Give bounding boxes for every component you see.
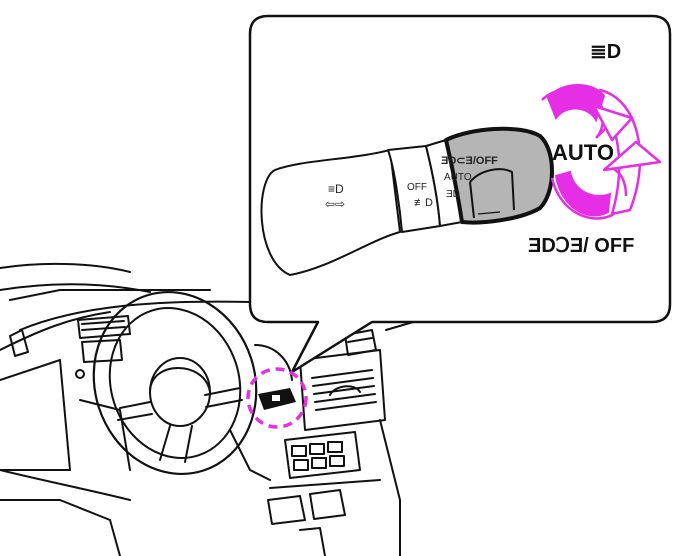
grip-turn-label: ⇦⇨ <box>325 197 345 211</box>
lever-markings: ƎD⊂Ǝ/OFF AUTO ƎD OFF ≢D ≡D ⇦⇨ <box>325 155 498 211</box>
stalk-location-highlight <box>246 367 308 429</box>
ring-auto-label: AUTO <box>444 172 472 183</box>
headlight-lever <box>260 126 554 276</box>
grip-beam-label: ≡D <box>328 182 344 196</box>
ring-off-label: ƎD⊂Ǝ/OFF <box>441 155 498 167</box>
auto-mode-label: AUTO <box>552 140 614 165</box>
rotation-arrows-icon <box>541 83 662 220</box>
dashboard-illustration <box>0 262 421 556</box>
ring-low-label: ƎD <box>446 189 460 200</box>
headlight-icon: ≣D <box>590 41 621 63</box>
band-fog-label: ≢D <box>414 197 433 209</box>
headlight-symbol-label: ≣D <box>590 41 621 63</box>
off-mode-label: ƎDↃƎ/ OFF <box>528 235 634 257</box>
band-off-label: OFF <box>407 182 427 193</box>
